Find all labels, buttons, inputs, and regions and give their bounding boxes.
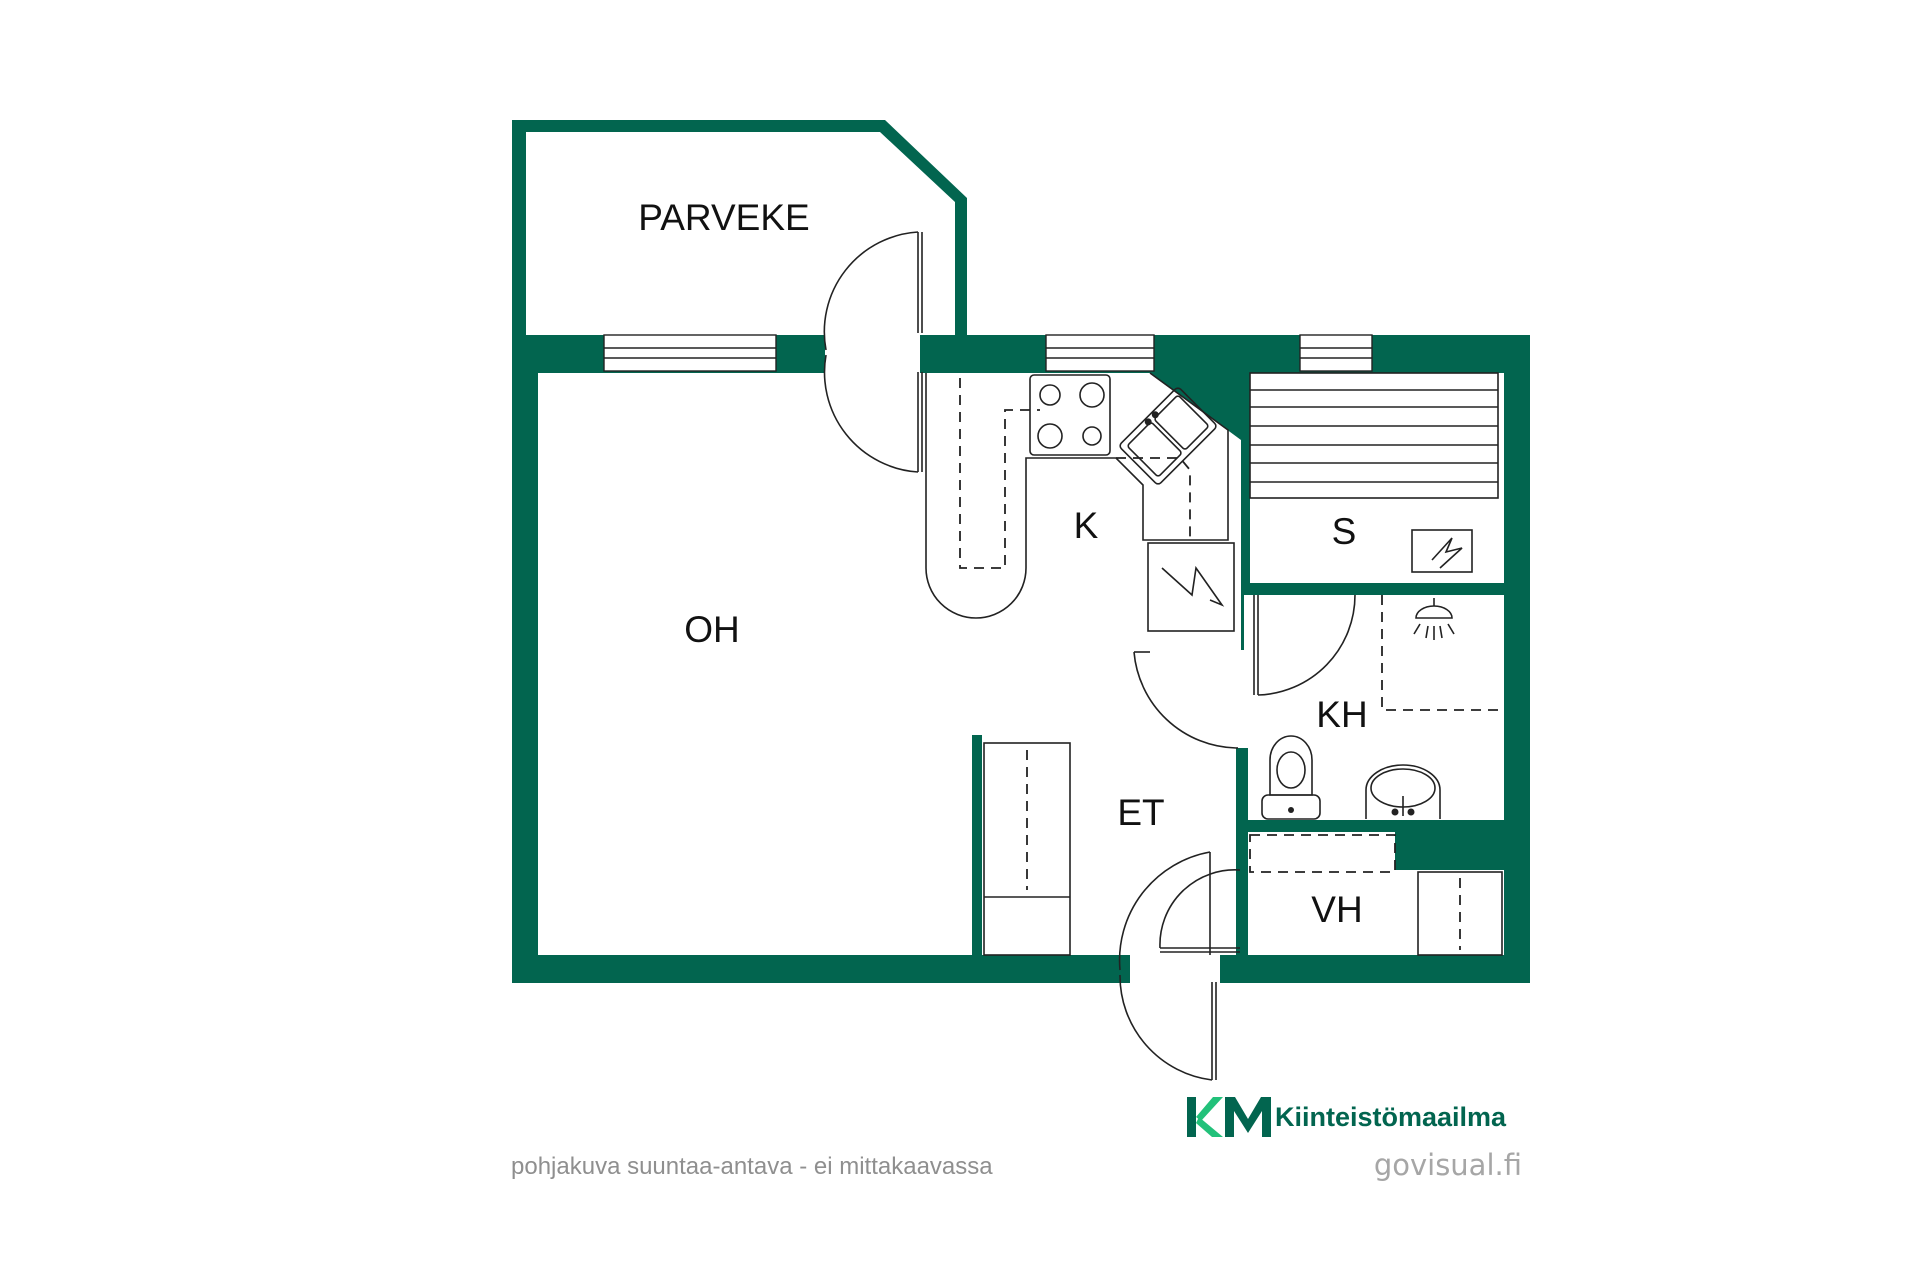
shower-area — [1381, 595, 1500, 711]
bathroom-west-wall — [1236, 748, 1248, 958]
south-wall — [512, 955, 1530, 983]
sauna-south-wall — [1241, 583, 1504, 595]
room-labels: PARVEKE OH K S KH ET VH — [638, 197, 1367, 930]
bathroom-fixtures — [1261, 595, 1500, 820]
closet-corner-wall — [1395, 820, 1504, 870]
hallway-wardrobe — [983, 742, 1071, 956]
label-balcony: PARVEKE — [638, 197, 809, 238]
credit-text: govisual.fi — [1373, 1148, 1522, 1182]
label-sauna: S — [1332, 511, 1357, 552]
bathroom-door-gap — [1244, 595, 1258, 707]
label-hallway: ET — [1117, 792, 1164, 833]
sauna-heater-icon — [1411, 529, 1473, 573]
stove-icon — [1029, 374, 1111, 456]
kitchen-counter — [925, 372, 1229, 619]
kitchen-fixtures — [925, 372, 1235, 632]
window-living-room — [603, 334, 777, 372]
balcony-door-gap — [825, 333, 920, 375]
sauna-west-wall — [1241, 370, 1250, 650]
doors — [823, 231, 1356, 1081]
window-sauna — [1299, 334, 1373, 372]
label-bathroom: KH — [1316, 694, 1367, 735]
toilet-icon — [1261, 735, 1321, 820]
washbasin-icon — [1365, 764, 1441, 819]
closet-door — [1159, 869, 1241, 953]
electric-heater-icon — [1147, 542, 1235, 632]
disclaimer-text: pohjakuva suuntaa-antava - ei mittakaava… — [511, 1153, 993, 1180]
km-logo-icon — [1187, 1097, 1271, 1137]
entrance-door — [1118, 851, 1217, 1081]
sink-icon — [1119, 387, 1217, 485]
entrance-door-gap — [1130, 953, 1220, 985]
west-wall — [512, 335, 538, 983]
window-kitchen — [1045, 334, 1155, 372]
wardrobe-partition — [972, 735, 982, 958]
balcony-door — [823, 231, 923, 473]
closet-cabinet — [1417, 871, 1503, 956]
sauna-benches — [1249, 372, 1499, 499]
walls — [512, 120, 1530, 985]
brand-name: Kiinteistömaailma — [1275, 1101, 1507, 1132]
label-closet: VH — [1311, 889, 1362, 930]
living-room-door — [1133, 651, 1238, 749]
shower-icon — [1413, 598, 1455, 640]
closet-shelf — [1249, 834, 1396, 873]
brand-logo: Kiinteistömaailma — [1185, 1093, 1506, 1141]
storage-fixtures — [983, 742, 1503, 956]
windows — [603, 334, 1373, 372]
east-wall — [1504, 335, 1530, 983]
sauna-fixtures — [1249, 372, 1499, 573]
bathroom-door — [1253, 594, 1356, 696]
label-kitchen: K — [1074, 505, 1099, 546]
label-living-room: OH — [684, 609, 740, 650]
